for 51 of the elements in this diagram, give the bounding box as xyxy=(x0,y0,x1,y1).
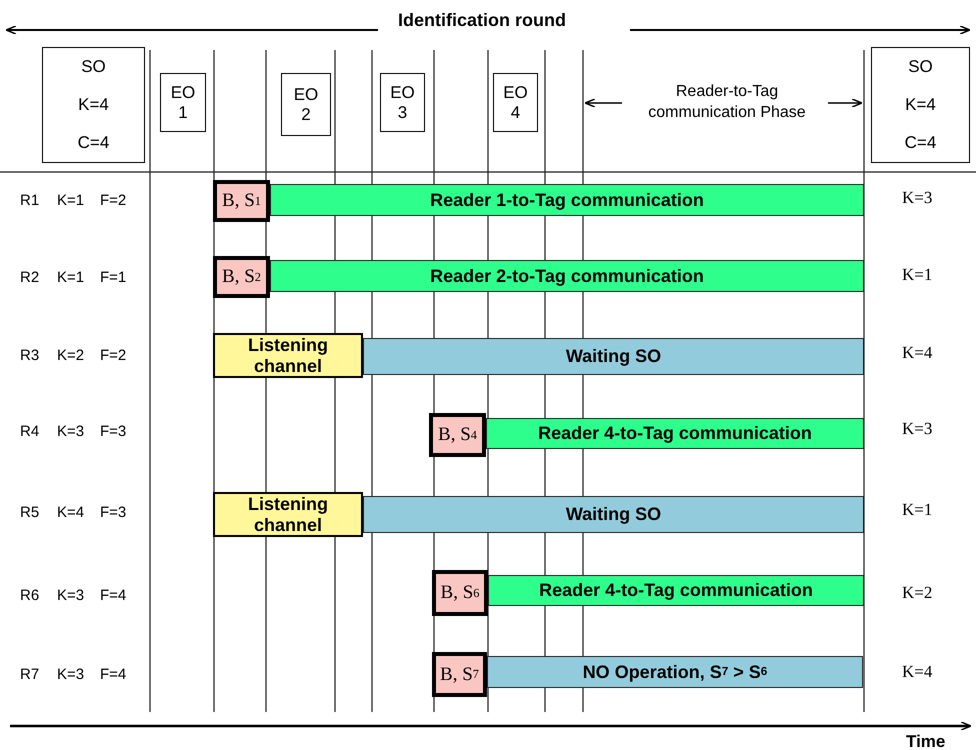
state-text: C=4 xyxy=(904,133,936,153)
row-label: R1 xyxy=(20,191,40,210)
result-label: K=1 xyxy=(902,264,932,286)
row-label: R7 xyxy=(20,665,40,684)
state-box xyxy=(42,47,145,163)
row-frame-label: F=3 xyxy=(100,503,126,522)
state-box xyxy=(871,47,970,163)
row-label: R4 xyxy=(20,422,40,442)
result-label: K=3 xyxy=(902,187,932,209)
row-label: R2 xyxy=(20,268,40,288)
state-text: K=4 xyxy=(78,95,109,115)
state-text: SO xyxy=(81,57,106,77)
communication-bar: Reader 2-to-Tag communication xyxy=(270,260,864,292)
state-text: C=4 xyxy=(78,133,110,153)
waiting-bar: Waiting SO xyxy=(363,496,864,533)
row-label: R3 xyxy=(20,346,40,366)
row-label: R6 xyxy=(20,586,40,606)
result-label: K=4 xyxy=(902,661,932,683)
row-frame-label: F=4 xyxy=(100,665,126,684)
row-frame-label: F=2 xyxy=(100,346,126,366)
phase-label: Reader-to-Tag communication Phase xyxy=(647,82,807,123)
state-text: K=4 xyxy=(905,95,936,115)
row-state-label: K=3 xyxy=(57,586,84,606)
row-frame-label: F=2 xyxy=(100,191,126,210)
slot-box: EO 2 xyxy=(281,73,331,136)
communication-bar: Reader 1-to-Tag communication xyxy=(270,184,864,216)
axis-label: Time xyxy=(906,731,946,750)
communication-bar: Reader 4-to-Tag communication xyxy=(488,575,864,606)
row-frame-label: F=3 xyxy=(100,422,126,442)
row-label: R5 xyxy=(20,503,40,522)
result-label: K=3 xyxy=(902,418,932,440)
slot-box: EO 3 xyxy=(380,73,425,132)
slot-box: EO 1 xyxy=(160,73,206,132)
listening-box: Listening channel xyxy=(213,492,363,537)
row-state-label: K=3 xyxy=(57,422,84,442)
row-state-label: K=3 xyxy=(57,665,84,684)
waiting-bar: Waiting SO xyxy=(363,338,864,375)
row-state-label: K=1 xyxy=(57,191,84,210)
row-frame-label: F=4 xyxy=(100,586,126,606)
communication-bar: Reader 4-to-Tag communication xyxy=(486,418,864,449)
row-state-label: K=4 xyxy=(57,503,84,522)
slot-box: EO 4 xyxy=(493,73,538,132)
result-label: K=2 xyxy=(902,582,932,604)
round-label: Identification round xyxy=(398,8,566,32)
listening-box: Listening channel xyxy=(213,333,363,378)
row-frame-label: F=1 xyxy=(100,268,126,288)
result-label: K=4 xyxy=(902,342,932,364)
row-state-label: K=1 xyxy=(57,268,84,288)
row-state-label: K=2 xyxy=(57,346,84,366)
state-text: SO xyxy=(908,57,933,77)
result-label: K=1 xyxy=(902,499,932,521)
